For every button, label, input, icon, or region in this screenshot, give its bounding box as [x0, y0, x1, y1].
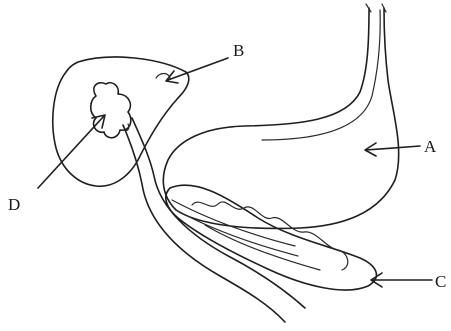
structure-b-outline [53, 57, 189, 186]
structure-b [53, 57, 189, 186]
label-d: D [8, 195, 20, 214]
structure-c-wavy-detail [192, 202, 348, 270]
arrow-b-line [168, 58, 228, 80]
label-c: C [435, 272, 446, 291]
structure-c [166, 185, 377, 290]
structure-a [163, 4, 398, 228]
duct-inner-line-2 [176, 210, 298, 256]
arrow-d-line [38, 116, 104, 188]
structure-b-notch [156, 74, 170, 79]
arrow-a-line [366, 146, 420, 150]
connecting-duct [123, 118, 305, 322]
structure-d-outline [91, 83, 131, 138]
label-a: A [424, 137, 437, 156]
structure-a-outer-wall [163, 8, 398, 228]
structure-c-outline [166, 185, 377, 290]
duct-upper-line [132, 118, 305, 308]
label-b: B [233, 41, 244, 60]
structure-d [91, 83, 131, 138]
structure-a-inner-rim [262, 10, 380, 140]
